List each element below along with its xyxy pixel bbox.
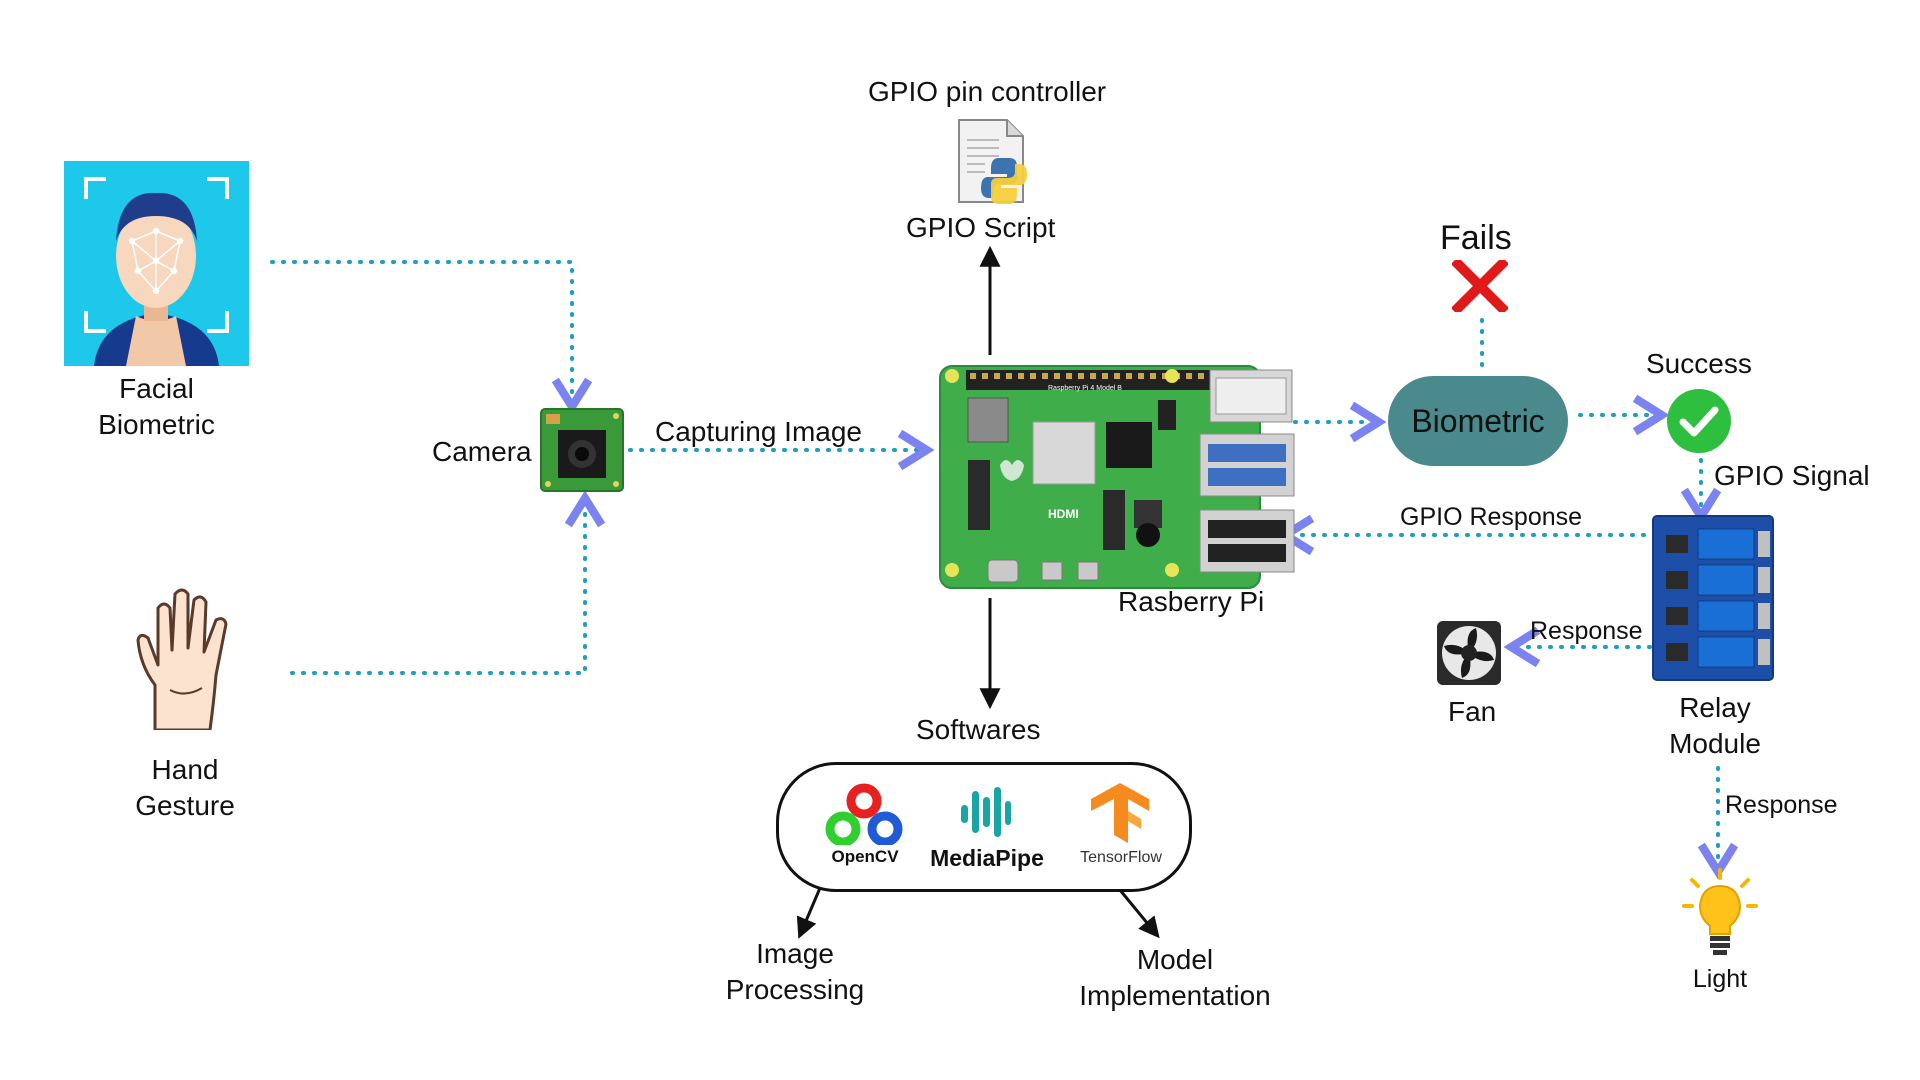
fan-label: Fan (1448, 696, 1497, 727)
opencv-logo-text: OpenCV (831, 847, 899, 866)
success-check-icon (1667, 389, 1731, 453)
capturing-image-label: Capturing Image (655, 416, 863, 447)
fail-cross-icon (1452, 260, 1508, 312)
relay-module-icon (1652, 515, 1774, 681)
gpio-response-label: GPIO Response (1400, 503, 1583, 531)
light-bulb-icon (1682, 868, 1758, 955)
facial-biometric-label: Facial Biometric (64, 371, 249, 443)
hand-label-line1: Hand (151, 754, 219, 785)
relay-label-line2: Module (1669, 728, 1761, 759)
biometric-label: Biometric (1411, 402, 1545, 439)
mediapipe-logo-icon (961, 787, 1011, 837)
raspberry-pi-board-icon: Raspberry Pi 4 Model B HDMI (939, 365, 1295, 589)
light-response-label: Response (1725, 791, 1838, 819)
python-file-icon (958, 119, 1027, 204)
hand-gesture-label: Hand Gesture (110, 752, 260, 824)
hand-icon (136, 588, 228, 730)
image-processing-label: Image Processing (715, 936, 875, 1008)
model-implementation-line2: Implementation (1079, 980, 1271, 1011)
svg-text:Raspberry Pi 4 Model B: Raspberry Pi 4 Model B (1048, 385, 1122, 392)
relay-label-line1: Relay (1679, 692, 1751, 723)
mediapipe-logo-text: MediaPipe (930, 845, 1044, 871)
facial-label-line1: Facial (119, 373, 194, 404)
face-scan-icon (64, 161, 249, 366)
fan-response-label: Response (1530, 617, 1643, 645)
raspberry-pi-label: Rasberry Pi (1118, 586, 1265, 617)
softwares-box: OpenCV MediaPipe TensorFlow (776, 762, 1192, 892)
model-implementation-line1: Model (1136, 944, 1214, 975)
camera-module-icon (540, 408, 624, 492)
arrow-opencv-processing (796, 887, 822, 939)
fails-label: Fails (1440, 219, 1512, 257)
light-label: Light (1692, 965, 1748, 993)
fan-icon (1437, 621, 1501, 685)
connector-face-camera (270, 260, 572, 400)
opencv-logo-icon (825, 783, 903, 845)
tensorflow-logo-icon (1091, 783, 1149, 843)
softwares-label: Softwares (916, 714, 1041, 745)
image-processing-line2: Processing (725, 974, 865, 1005)
gpio-controller-label: GPIO pin controller (868, 76, 1107, 107)
gpio-signal-label: GPIO Signal (1714, 460, 1870, 491)
biometric-node: Biometric (1388, 376, 1568, 466)
relay-module-label: Relay Module (1655, 690, 1775, 762)
success-label: Success (1646, 348, 1752, 379)
arrow-tensorflow-model (1118, 889, 1160, 939)
image-processing-line1: Image (756, 938, 834, 969)
hand-label-line2: Gesture (135, 790, 235, 821)
model-implementation-label: Model Implementation (1070, 942, 1280, 1014)
gpio-script-label: GPIO Script (906, 212, 1056, 243)
facial-label-line2: Biometric (98, 409, 215, 440)
svg-text:HDMI: HDMI (1048, 507, 1079, 521)
tensorflow-logo-text: TensorFlow (1080, 849, 1162, 866)
connector-hand-camera (290, 505, 585, 675)
camera-label: Camera (432, 436, 532, 467)
